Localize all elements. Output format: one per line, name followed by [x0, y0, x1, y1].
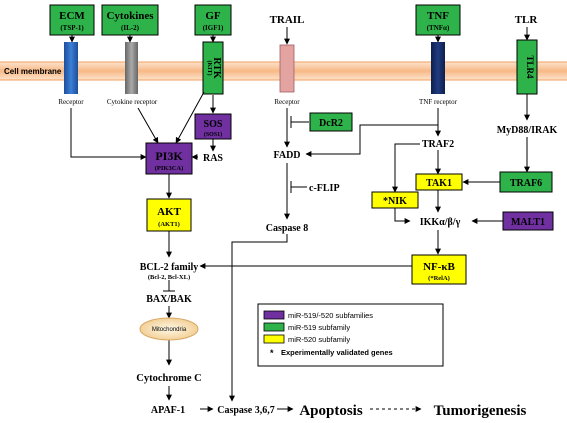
cytokines-sub: (IL-2)	[121, 24, 140, 32]
ecm-sub: (TSP-1)	[60, 24, 84, 32]
gf-sub: (IGF1)	[203, 24, 224, 32]
apoptosis-label: Apoptosis	[299, 403, 363, 419]
ecm-box: ECM (TSP-1)	[49, 4, 95, 36]
akt-label: AKT	[157, 206, 182, 218]
tak1-label: TAK1	[426, 178, 452, 189]
traf6-label: TRAF6	[510, 178, 542, 189]
legend-asterisk: *	[270, 348, 274, 358]
sos-label: SOS	[204, 119, 223, 130]
dcr2-box: DcR2	[309, 112, 353, 132]
legend-item1: miR-519/-520 subfamilies	[288, 311, 373, 320]
bcl2-label: BCL-2 family	[140, 262, 199, 273]
tlr4-receptor: TLR4	[516, 39, 538, 95]
receptor2-label: Receptor	[274, 98, 300, 106]
cytokines-label: Cytokines	[106, 10, 154, 22]
nik-box: *NIK	[371, 191, 419, 209]
trail-label: TRAIL	[270, 14, 305, 26]
apaf1-label: APAF-1	[151, 405, 185, 416]
cytokine-receptor-shape	[125, 42, 138, 94]
tumorigenesis-label: Tumorigenesis	[434, 403, 527, 419]
rtk-sub: (KIT)	[206, 61, 213, 76]
bcl2-sub: (Bcl-2, Bcl-XL)	[148, 274, 190, 281]
pi3k-sub: (PIK3CA)	[155, 165, 184, 172]
akt-box: AKT (AKT1)	[146, 198, 192, 232]
tlr-label: TLR	[515, 14, 539, 26]
ikk-label: IKKα/β/γ	[420, 217, 461, 228]
receptor1-label: Receptor	[58, 98, 84, 106]
tnf-sub: (TNFα)	[427, 24, 450, 32]
traf6-box: TRAF6	[499, 171, 553, 193]
malt1-label: MALT1	[511, 217, 545, 228]
tnf-receptor-shape	[431, 42, 445, 94]
mitochondria-label: Mitochondria	[152, 327, 187, 333]
legend-item3: miR-520 subfamily	[288, 335, 350, 344]
ecm-label: ECM	[59, 10, 85, 22]
tak1-box: TAK1	[415, 173, 463, 191]
myd88-label: MyD88/IRAK	[497, 125, 558, 136]
ras-label: RAS	[203, 153, 223, 164]
cflip-label: c-FLIP	[309, 183, 340, 194]
malt1-box: MALT1	[502, 211, 554, 231]
sos-box: SOS (SOS1)	[194, 113, 232, 140]
nfkb-box: NF-κB (*RelA)	[411, 254, 467, 285]
pi3k-box: PI3K (PIK3CA)	[145, 142, 193, 175]
rtk-receptor: RTK (KIT)	[202, 41, 224, 95]
inhibition-lines	[163, 116, 309, 292]
nik-label: *NIK	[383, 196, 407, 207]
tnf-receptor-label: TNF receptor	[419, 98, 458, 106]
cell-membrane-label: Cell membrane	[4, 67, 62, 76]
legend-swatch-yellow	[263, 334, 285, 344]
gf-label: GF	[205, 10, 221, 22]
tnf-label: TNF	[427, 10, 449, 22]
baxbak-label: BAX/BAK	[146, 294, 192, 305]
sos-sub: (SOS1)	[204, 131, 222, 138]
cytokine-receptor-label: Cytokine receptor	[107, 98, 158, 106]
nfkb-sub: (*RelA)	[428, 275, 450, 282]
legend-item4: Experimentally validated genes	[281, 348, 393, 357]
cytokines-box: Cytokines (IL-2)	[101, 4, 159, 36]
legend-item2: miR-519 subfamily	[288, 323, 350, 332]
cytochrome-label: Cytochrome C	[136, 373, 201, 384]
ecm-receptor-shape	[64, 42, 78, 94]
dcr2-label: DcR2	[319, 118, 343, 129]
caspase8-label: Caspase 8	[266, 223, 309, 234]
legend: miR-519/-520 subfamilies miR-519 subfami…	[257, 303, 444, 367]
trail-receptor-shape	[279, 44, 295, 93]
fadd-label: FADD	[273, 150, 300, 161]
tlr4-label: TLR4	[525, 55, 535, 79]
rtk-label: RTK	[211, 57, 222, 79]
connector-arrows	[69, 27, 530, 412]
akt-sub: (AKT1)	[158, 221, 180, 228]
nfkb-label: NF-κB	[423, 261, 455, 273]
legend-swatch-green	[263, 322, 285, 332]
pi3k-label: PI3K	[155, 149, 183, 163]
traf2-label: TRAF2	[422, 139, 454, 150]
tnf-box: TNF (TNFα)	[415, 4, 461, 36]
mitochondria-shape: Mitochondria	[139, 317, 199, 341]
legend-swatch-purple	[263, 310, 285, 320]
caspase367-label: Caspase 3,6,7	[217, 405, 275, 416]
gf-box: GF (IGF1)	[194, 4, 232, 36]
